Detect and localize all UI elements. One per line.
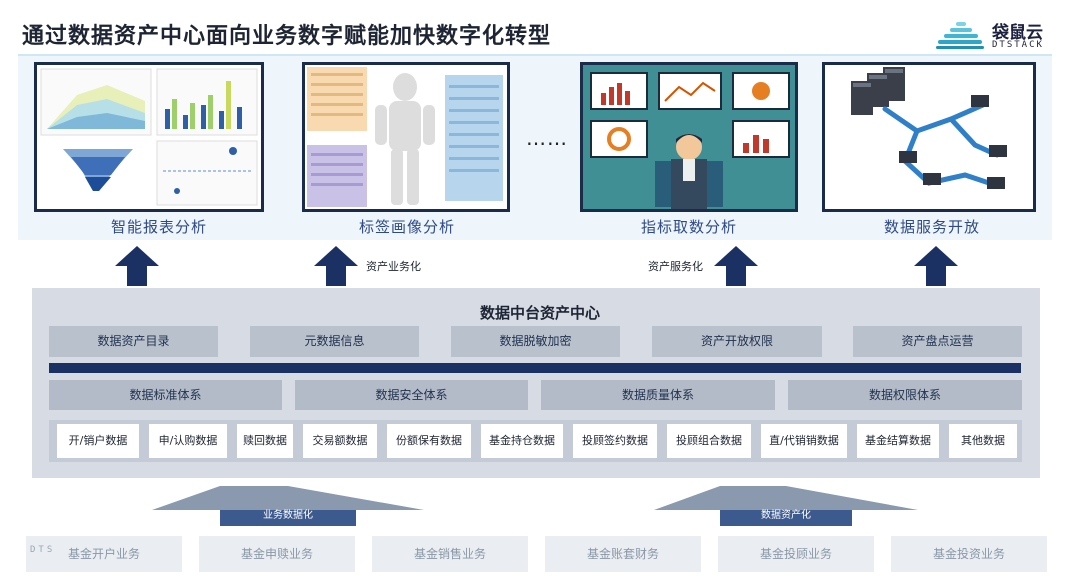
business-fund-investment: 基金投资业务 (891, 536, 1047, 572)
data-item: 投顾组合数据 (667, 424, 751, 458)
data-item: 申/认购数据 (149, 424, 227, 458)
dashboard-charts-illustration-icon (40, 68, 258, 206)
more-apps-ellipsis: …… (526, 126, 568, 150)
standard-data-permission: 数据权限体系 (788, 380, 1022, 410)
data-item: 交易额数据 (303, 424, 377, 458)
app-label-tag-profile: 标签画像分析 (358, 218, 455, 236)
business-fund-advisory: 基金投顾业务 (718, 536, 874, 572)
dtstack-logo: 袋鼠云 DTSTACK (934, 16, 1074, 56)
up-arrow-icon (714, 246, 758, 286)
data-service-card (822, 62, 1036, 212)
app-label-data-service: 数据服务开放 (883, 218, 980, 236)
flow-label-business-datafication: 业务数据化 (263, 510, 313, 521)
center-divider-bar (49, 363, 1021, 373)
data-item: 赎回数据 (237, 424, 293, 458)
watermark-text: DTS (30, 545, 56, 555)
data-item: 份额保有数据 (387, 424, 471, 458)
business-fund-account: 基金开户业务 (26, 536, 182, 572)
data-item: 投顾签约数据 (573, 424, 657, 458)
flow-note-asset-business: 资产业务化 (366, 260, 421, 273)
server-network-illustration-icon (851, 67, 1007, 189)
data-item: 直/代销销数据 (761, 424, 847, 458)
standard-data-security: 数据安全体系 (295, 380, 528, 410)
app-label-metrics: 指标取数分析 (640, 218, 737, 236)
capability-open-permission: 资产开放权限 (652, 326, 822, 357)
standard-data-standards: 数据标准体系 (49, 380, 282, 410)
standard-data-quality: 数据质量体系 (541, 380, 775, 410)
flow-trapezoid-right (654, 486, 918, 526)
flow-note-asset-service: 资产服务化 (648, 260, 703, 273)
metrics-wall-illustration-icon (583, 65, 795, 209)
smart-report-card (34, 62, 264, 212)
data-item: 开/销户数据 (57, 424, 139, 458)
data-item: 基金结算数据 (857, 424, 939, 458)
metrics-analysis-card (580, 62, 798, 212)
capability-desensitize: 数据脱敏加密 (451, 326, 620, 357)
business-fund-accounting: 基金账套财务 (545, 536, 701, 572)
capability-asset-catalog: 数据资产目录 (49, 326, 218, 357)
up-arrow-icon (314, 246, 358, 286)
logo-name: 袋鼠云 (992, 23, 1043, 43)
tag-profile-card (302, 62, 510, 212)
capability-inventory: 资产盘点运营 (853, 326, 1022, 357)
data-item: 其他数据 (949, 424, 1017, 458)
up-arrow-icon (115, 246, 159, 286)
logo-subtitle: DTSTACK (992, 40, 1044, 50)
business-fund-subscription: 基金申赎业务 (199, 536, 355, 572)
up-arrow-icon (914, 246, 958, 286)
capability-metadata: 元数据信息 (250, 326, 419, 357)
business-fund-sales: 基金销售业务 (372, 536, 528, 572)
app-label-smart-report: 智能报表分析 (110, 218, 207, 236)
page-title: 通过数据资产中心面向业务数字赋能加快数字化转型 (22, 24, 552, 49)
asset-center-title: 数据中台资产中心 (479, 304, 600, 322)
flow-label-data-assetization: 数据资产化 (761, 510, 811, 521)
cloud-logo-icon (936, 22, 984, 49)
data-item: 基金持仓数据 (481, 424, 563, 458)
flow-trapezoid-left (152, 486, 424, 526)
tag-profile-illustration-icon (307, 67, 503, 207)
